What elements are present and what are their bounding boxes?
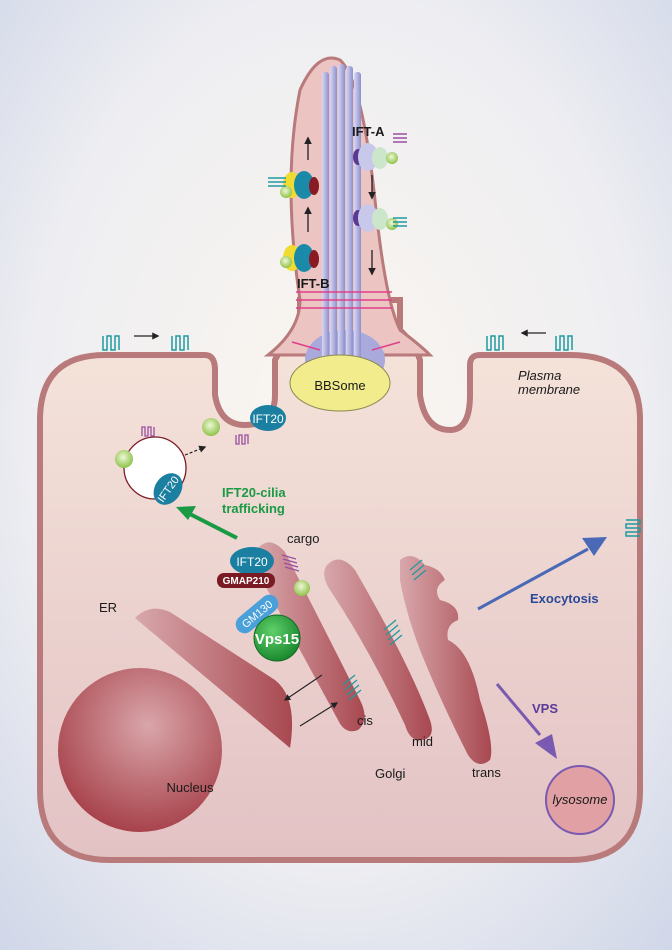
- bbsome: [289, 354, 391, 412]
- vps-arrowhead: [535, 734, 557, 759]
- ift20-cilia-arrowhead: [176, 506, 196, 520]
- lysosome-label: lysosome: [553, 792, 608, 807]
- er: [135, 608, 293, 748]
- ift-b-label: IFT-B: [297, 276, 330, 291]
- trafficking-label-1: IFT20-cilia: [222, 485, 286, 500]
- cargo-receptor-pocket: [235, 434, 249, 445]
- vesicle-receptor: [141, 426, 155, 437]
- nucleus: [58, 668, 222, 832]
- golgi-cis: [255, 542, 365, 732]
- golgi-label: Golgi: [375, 766, 405, 781]
- gm130: [235, 594, 279, 634]
- ift-b-complex-upper: [280, 171, 319, 199]
- golgi-cargo: [294, 580, 310, 596]
- vps15: [253, 614, 301, 662]
- vesicle-cargo: [115, 450, 133, 468]
- lysosome: [545, 765, 615, 835]
- er-label: ER: [99, 600, 117, 615]
- ift20-golgi: [230, 547, 274, 575]
- plasma-membrane-label-1: Plasma: [518, 368, 561, 383]
- bbsome-label: BBSome: [314, 378, 365, 393]
- vesicle-to-membrane-arrow: [184, 445, 207, 456]
- gmap210-label: GMAP210: [223, 576, 270, 587]
- ift20-cilia-arrow: [185, 510, 238, 540]
- ift-a-label: IFT-A: [352, 124, 385, 139]
- vps-arrow: [495, 683, 542, 736]
- gmap210: [217, 573, 275, 588]
- exocytosis-arrowhead: [582, 537, 607, 556]
- ift-b-complex-lower: [280, 244, 319, 272]
- membrane-arrows: [134, 329, 546, 340]
- ift-a-complex-lower: [353, 204, 398, 232]
- cis-label: cis: [357, 713, 373, 728]
- transition-zone: [291, 291, 401, 351]
- er-golgi-arrows: [283, 674, 339, 727]
- exocytosis-arrow: [477, 547, 589, 611]
- golgi-trans: [400, 556, 492, 764]
- ift20-vesicle: [153, 473, 183, 505]
- plasma-membrane-label-2: membrane: [518, 382, 580, 397]
- ift20-golgi-label: IFT20: [236, 555, 268, 569]
- membrane-receptors: [102, 335, 641, 537]
- cargo-label: cargo: [287, 531, 320, 546]
- vps15-label: Vps15: [255, 631, 299, 648]
- cargo-ball: [202, 418, 220, 436]
- golgi-receptors: [342, 559, 427, 701]
- golgi-mid: [324, 559, 432, 741]
- golgi-cargo-receptor: [281, 554, 300, 572]
- cargo-receptor-icon: [393, 133, 407, 143]
- ift-a-complex-upper: [353, 143, 398, 171]
- ift20-membrane: [250, 405, 286, 431]
- ift20-membrane-label: IFT20: [252, 412, 284, 426]
- vps-label: VPS: [532, 701, 558, 716]
- axoneme: [322, 64, 361, 372]
- trans-label: trans: [472, 765, 501, 780]
- trafficking-label-2: trafficking: [222, 501, 285, 516]
- exocytosis-label: Exocytosis: [530, 591, 599, 606]
- nucleus-label: Nucleus: [167, 780, 214, 795]
- receptor-icons: [268, 177, 407, 227]
- mid-label: mid: [412, 734, 433, 749]
